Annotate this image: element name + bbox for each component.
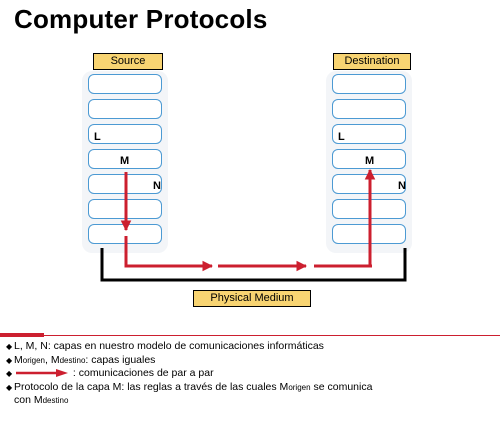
source-label-m: M	[120, 155, 130, 167]
bullet-diamond-icon: ◆	[6, 382, 13, 392]
note-protocol-cont: con Mdestino	[14, 394, 69, 406]
note-peer-layers: ◆ Morigen, Mdestino: capas iguales	[6, 353, 156, 366]
destination-label-l: L	[338, 131, 345, 143]
destination-label-m: M	[365, 155, 375, 167]
destination-stack	[326, 71, 412, 253]
source-label: Source	[93, 53, 163, 70]
note-protocol: ◆ Protocolo de la capa M: las reglas a t…	[6, 380, 373, 393]
notes-list: ◆ L, M, N: capas en nuestro modelo de co…	[6, 340, 496, 408]
note-layers: ◆ L, M, N: capas en nuestro modelo de co…	[6, 340, 324, 352]
divider-line	[0, 335, 500, 336]
physical-cable	[100, 248, 407, 282]
bullet-diamond-icon: ◆	[6, 342, 13, 351]
diagram-title: Computer Protocols	[14, 4, 268, 34]
source-layer-1	[88, 74, 162, 94]
source-layer-l	[88, 124, 162, 144]
source-layer-m	[88, 149, 162, 169]
destination-layer-m	[332, 149, 406, 169]
red-arrow-icon	[16, 369, 68, 378]
destination-label: Destination	[333, 53, 411, 70]
source-layer-2	[88, 99, 162, 119]
physical-medium-label: Physical Medium	[193, 290, 311, 307]
note-peer-arrow: ◆ : comunicaciones de par a par	[6, 367, 214, 379]
destination-layer-1	[332, 74, 406, 94]
connection-diagram	[100, 168, 407, 282]
destination-layer-l	[332, 124, 406, 144]
destination-layer-2	[332, 99, 406, 119]
bullet-diamond-icon: ◆	[6, 355, 13, 365]
source-label-l: L	[94, 131, 101, 143]
source-label-n: N	[153, 180, 161, 192]
destination-label-n: N	[398, 180, 406, 192]
bullet-diamond-icon: ◆	[6, 369, 13, 378]
